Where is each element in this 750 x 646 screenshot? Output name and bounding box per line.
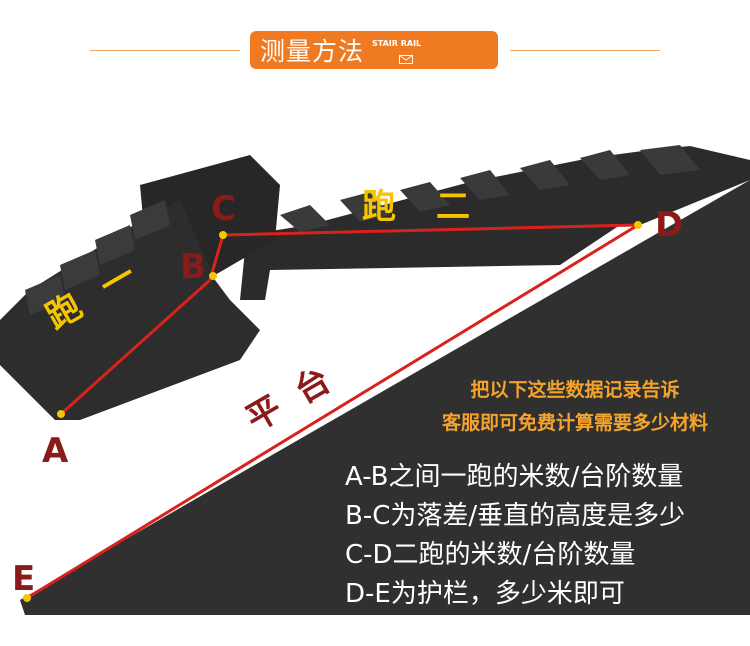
- measure-line-ab: [59, 278, 212, 416]
- measure-line-cd: [222, 223, 639, 237]
- upper-steps: [280, 145, 700, 232]
- run-two-label: 跑二: [362, 187, 510, 227]
- header-badge: 测量方法 STAIR RAIL: [250, 31, 498, 69]
- upper-flight: [210, 146, 750, 300]
- description-de: D-E为护栏，多少米即可: [345, 579, 625, 609]
- label-b: B: [180, 247, 206, 287]
- header-rule-left: [90, 50, 240, 51]
- point-a: [57, 410, 65, 418]
- page-subtitle: STAIR RAIL: [372, 39, 422, 48]
- label-d: D: [655, 205, 683, 245]
- point-e: [23, 594, 31, 602]
- description-cd: C-D二跑的米数/台阶数量: [345, 540, 636, 570]
- lower-flight: [0, 200, 260, 420]
- point-d: [634, 221, 642, 229]
- label-c: C: [211, 189, 236, 229]
- point-c: [219, 231, 227, 239]
- note-line-2: 客服即可免费计算需要多少材料: [441, 412, 708, 434]
- measure-line-de: [26, 223, 639, 600]
- page-title: 测量方法: [260, 37, 365, 66]
- description-ab: A-B之间一跑的米数/台阶数量: [345, 462, 684, 492]
- label-a: A: [42, 431, 69, 471]
- description-bc: B-C为落差/垂直的高度是多少: [345, 501, 686, 531]
- envelope-icon: [399, 55, 413, 64]
- label-e: E: [12, 559, 35, 599]
- header: 测量方法 STAIR RAIL: [0, 0, 750, 80]
- header-rule-right: [510, 50, 660, 51]
- ground-slope: [20, 180, 750, 615]
- note-line-1: 把以下这些数据记录告诉: [470, 379, 680, 401]
- point-b: [209, 272, 217, 280]
- lower-steps: [25, 200, 170, 315]
